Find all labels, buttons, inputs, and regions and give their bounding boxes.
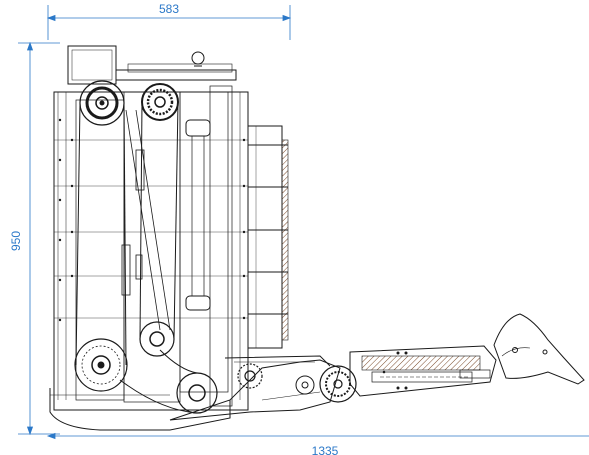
pulley-arm-2 [295, 375, 315, 395]
gripper-jaw [493, 313, 585, 385]
boom-arm [169, 355, 341, 421]
dimension-length [46, 432, 589, 440]
slot-details [121, 149, 145, 296]
machine-frame [49, 45, 249, 431]
dimension-height-label: 950 [9, 231, 23, 251]
pulley-top-right [141, 83, 179, 121]
pulley-mid [139, 321, 175, 357]
shelf-rack [247, 125, 289, 349]
hydraulic-cylinder [349, 345, 497, 397]
dimension-length-label: 1335 [312, 444, 339, 455]
pulley-lower-mid [176, 372, 218, 414]
pulley-bottom-left [74, 338, 128, 392]
cylinder-bolts [382, 351, 408, 390]
pulley-arm-1 [237, 363, 263, 389]
frame-bolts [58, 118, 246, 322]
dimension-width-label: 583 [159, 2, 179, 16]
drive-belt [75, 101, 198, 414]
pulley-top-left [79, 80, 125, 126]
dimension-width [46, 5, 292, 40]
dimension-height [18, 41, 60, 436]
